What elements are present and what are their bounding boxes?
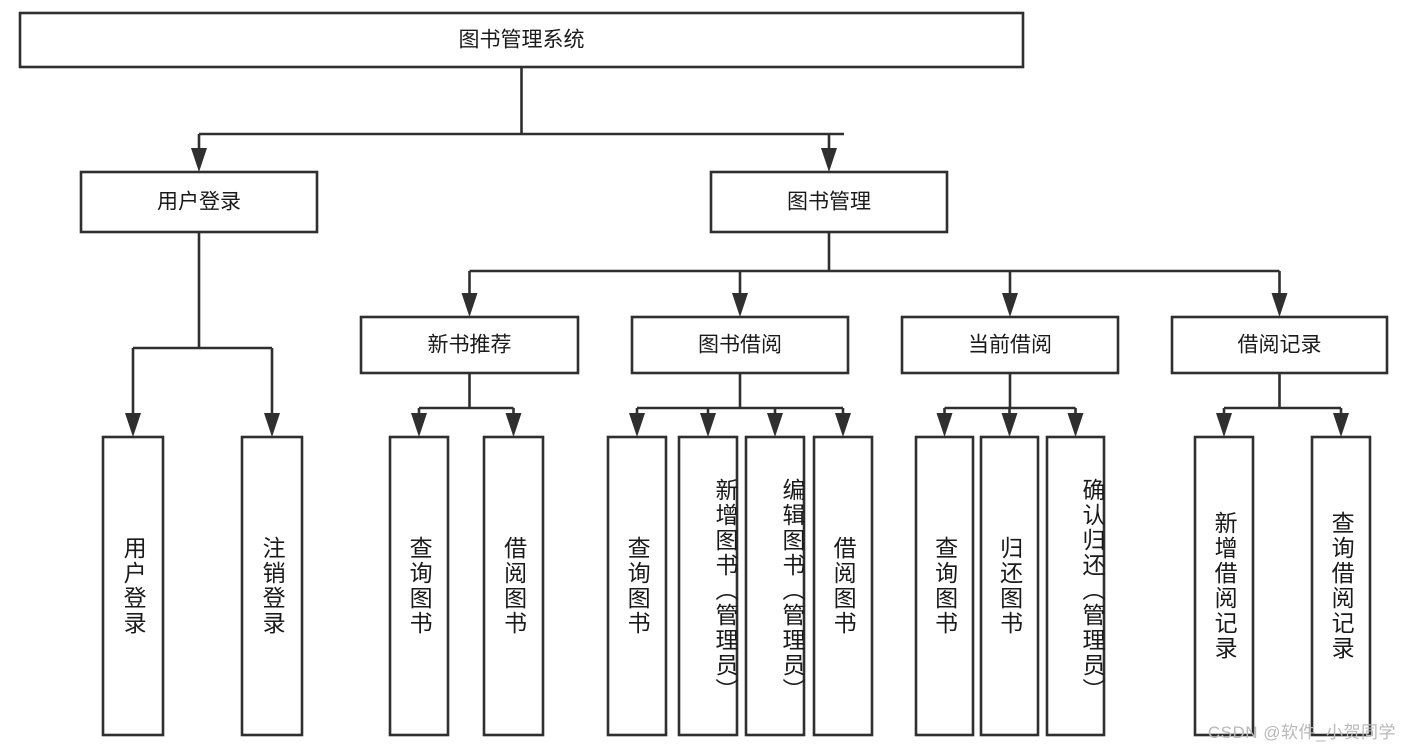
arrowhead-book-borrow: [732, 293, 748, 317]
arrowhead-leaf-borrow-book-rec: [505, 413, 522, 437]
arrowhead-new-book-recommend: [461, 293, 478, 317]
node-book-borrow[interactable]: [630, 315, 850, 375]
arrowhead-leaf-add-book: [700, 413, 716, 437]
node-leaf-query-book-current[interactable]: [914, 435, 975, 737]
node-leaf-query-book-borrow[interactable]: [606, 435, 668, 737]
arrowhead-leaf-query-book-current: [936, 413, 953, 437]
arrowhead-leaf-return-book: [1001, 413, 1018, 437]
node-leaf-query-record[interactable]: [1310, 435, 1372, 737]
arrowhead-leaf-borrow-book: [835, 413, 851, 437]
node-leaf-edit-book[interactable]: [744, 435, 806, 737]
arrowhead-leaf-user-login: [125, 413, 141, 437]
node-leaf-return-book[interactable]: [979, 435, 1040, 737]
arrowhead-leaf-edit-book: [767, 413, 783, 437]
arrowhead-user-login: [191, 148, 207, 172]
arrowhead-leaf-add-record: [1216, 413, 1232, 437]
arrowhead-leaf-confirm-return: [1067, 413, 1084, 437]
node-root[interactable]: [18, 11, 1025, 69]
arrowhead-current-borrow: [1002, 293, 1018, 317]
node-leaf-add-record[interactable]: [1193, 435, 1255, 737]
arrowhead-leaf-query-record: [1333, 413, 1349, 437]
arrowhead-leaf-query-book-rec: [411, 413, 427, 437]
node-user-login-label: 用户登录: [157, 191, 241, 214]
node-book-borrow-label: 图书借阅: [698, 334, 782, 357]
node-current-borrow-label: 当前借阅: [968, 334, 1052, 357]
arrowhead-leaf-query-book-borrow: [629, 413, 645, 437]
node-new-book-recommend-label: 新书推荐: [428, 334, 512, 357]
node-leaf-add-book[interactable]: [677, 435, 739, 737]
node-leaf-confirm-return[interactable]: [1045, 435, 1106, 737]
node-user-login[interactable]: [79, 170, 319, 234]
nodes-group: 图书管理系统 用户登录 图书管理 新书推荐 图书借阅 当前借阅 借阅记录: [18, 11, 1389, 737]
node-leaf-logout[interactable]: [240, 435, 304, 737]
edges-group: [125, 67, 1349, 437]
node-leaf-query-book-rec[interactable]: [388, 435, 450, 737]
node-borrow-record[interactable]: [1170, 315, 1389, 375]
node-root-label: 图书管理系统: [459, 29, 585, 52]
arrowhead-leaf-logout: [264, 413, 280, 437]
node-book-manage-label: 图书管理: [787, 191, 871, 214]
node-leaf-borrow-book[interactable]: [812, 435, 874, 737]
arrowhead-book-manage: [821, 148, 837, 172]
node-new-book-recommend[interactable]: [359, 315, 580, 375]
node-book-manage[interactable]: [709, 170, 949, 234]
arrowhead-borrow-record: [1271, 293, 1288, 317]
csdn-watermark: CSDN @软件_小贺同学: [1207, 723, 1396, 742]
node-leaf-borrow-book-rec[interactable]: [482, 435, 545, 737]
node-leaf-user-login[interactable]: [101, 435, 165, 737]
node-borrow-record-label: 借阅记录: [1238, 334, 1322, 357]
node-current-borrow[interactable]: [900, 315, 1120, 375]
